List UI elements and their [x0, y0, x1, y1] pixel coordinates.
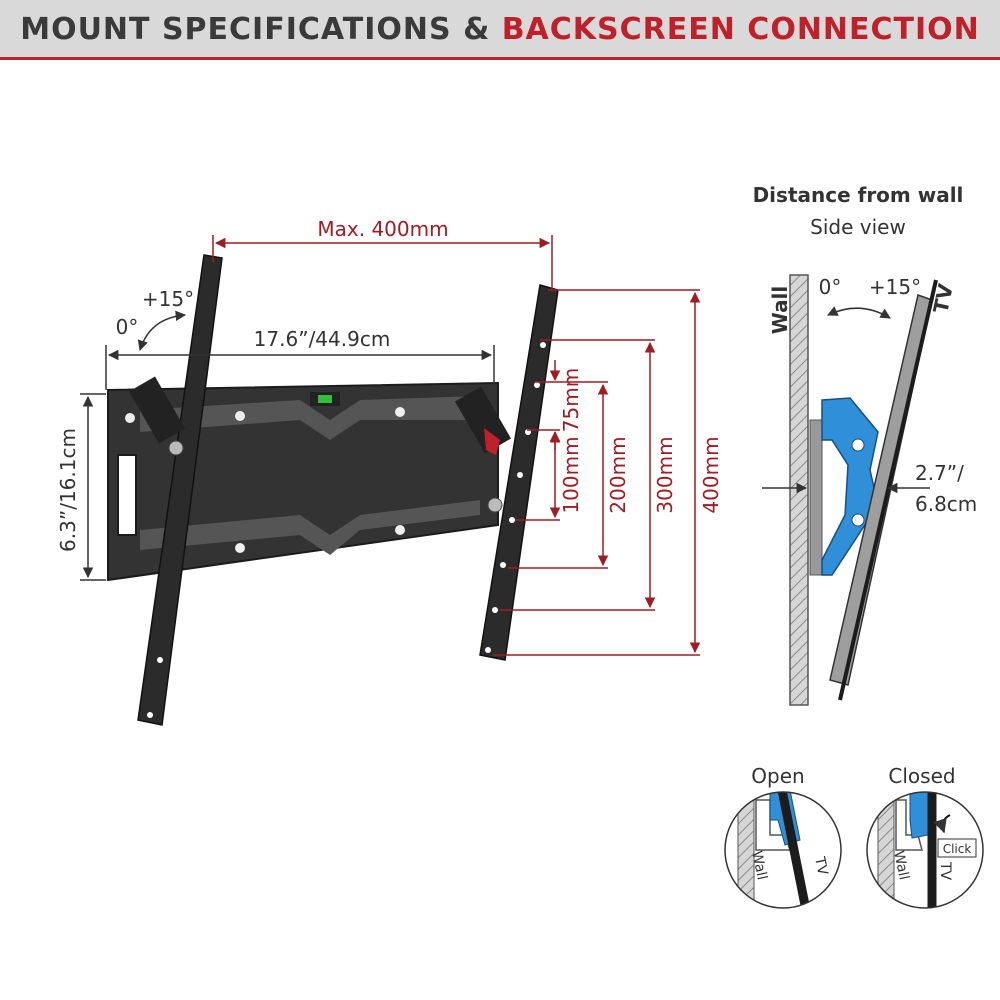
max-width-label: Max. 400mm: [317, 217, 448, 241]
title-part-1: MOUNT SPECIFICATIONS &: [20, 12, 491, 47]
closed-label: Closed: [888, 764, 955, 788]
side-wall-label: Wall: [768, 286, 792, 335]
plate-width-label: 17.6”/44.9cm: [254, 327, 391, 351]
closed-tv-label: TV: [937, 861, 953, 881]
left-vertical-arm: [129, 254, 223, 726]
closed-connection-detail: Click Wall TV: [866, 791, 984, 909]
closed-wall-label: Wall: [890, 850, 912, 882]
vesa-100-label: 100mm: [559, 436, 583, 513]
vesa-dimensions: [493, 289, 701, 656]
distance-line-1: 2.7”/: [915, 461, 964, 485]
wall-plate: [107, 381, 499, 582]
vesa-200-label: 200mm: [606, 436, 630, 513]
tv-panel: [829, 294, 933, 686]
click-label: Click: [943, 842, 972, 856]
open-connection-detail: Wall TV: [724, 791, 842, 909]
header-bar: MOUNT SPECIFICATIONS & BACKSCREEN CONNEC…: [0, 0, 1000, 60]
side-view-title: Distance from wall: [753, 183, 964, 207]
front-tilt-zero-label: 0°: [116, 315, 139, 339]
plate-width-dimension: 17.6”/44.9cm: [105, 327, 495, 390]
wall-section: [789, 274, 809, 706]
open-label: Open: [751, 764, 804, 788]
page-title: MOUNT SPECIFICATIONS & BACKSCREEN CONNEC…: [0, 0, 1000, 60]
front-tilt-indicator: +15° 0°: [116, 287, 194, 352]
vesa-75-label: 75mm: [559, 368, 583, 432]
side-view-diagram: Wall TV 0° +15° 2.7”/ 6.8cm: [762, 274, 977, 706]
side-tv-label: TV: [928, 281, 958, 315]
side-tilt-zero-label: 0°: [819, 275, 842, 299]
spirit-level-icon: [318, 395, 332, 403]
distance-line-2: 6.8cm: [915, 492, 977, 516]
vesa-300-label: 300mm: [653, 436, 677, 513]
front-tilt-plus-label: +15°: [142, 287, 194, 311]
red-lock-icon: [484, 428, 500, 455]
open-wall-label: Wall: [748, 850, 770, 882]
vesa-400-label: 400mm: [699, 436, 723, 513]
side-view-subtitle: Side view: [810, 215, 906, 239]
open-tv-label: TV: [811, 855, 831, 877]
plate-height-dimension: 6.3”/16.1cm: [56, 393, 106, 581]
side-tilt-plus-label: +15°: [869, 275, 921, 299]
click-arrow-icon: [933, 814, 951, 834]
max-width-dimension: Max. 400mm: [212, 217, 553, 290]
plate-height-label: 6.3”/16.1cm: [56, 428, 80, 552]
blue-bracket: [821, 397, 879, 576]
title-part-2: BACKSCREEN CONNECTION: [501, 12, 980, 47]
